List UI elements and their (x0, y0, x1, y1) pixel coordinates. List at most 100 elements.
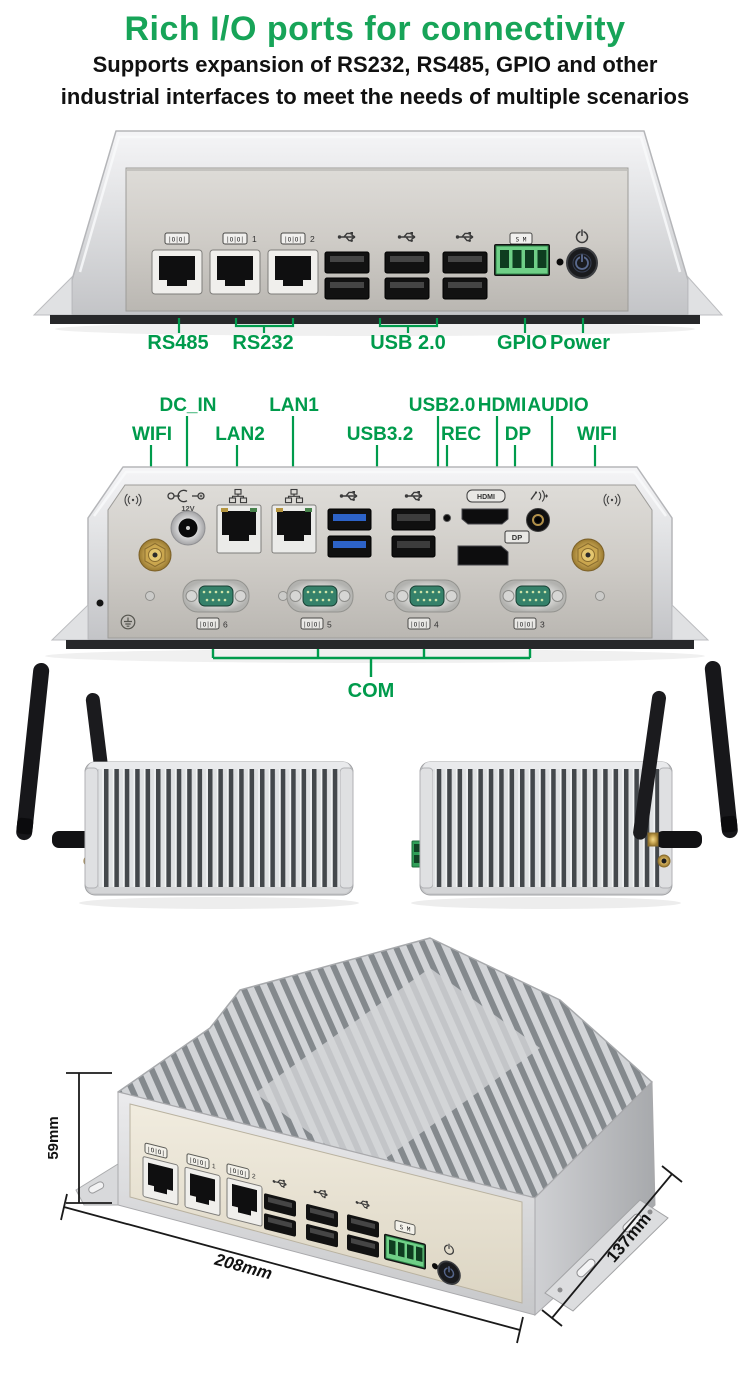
side-device-right (411, 761, 673, 896)
callout-label-lan1: LAN1 (269, 395, 319, 416)
subtitle-line-1: Supports expansion of RS232, RS485, GPIO… (92, 52, 658, 77)
audio-jack (526, 508, 550, 532)
lan2-port (216, 504, 262, 554)
usb2-port (264, 1213, 296, 1237)
svg-text:DP: DP (512, 533, 522, 542)
front-callout-labels: RS485 RS232 USB 2.0 GPIO Power (147, 332, 610, 354)
svg-text:2: 2 (310, 234, 315, 244)
hdmi-port (461, 508, 509, 525)
callout-label-audio: AUDIO (527, 395, 588, 416)
wifi-antenna-connector-left (138, 538, 172, 572)
svg-text:4: 4 (434, 620, 439, 630)
usb2-port (347, 1214, 379, 1238)
wifi-antenna (633, 660, 738, 868)
wifi-antenna-connector-right (571, 538, 605, 572)
power-button (437, 1260, 461, 1285)
power-button (566, 247, 598, 279)
callout-label-rec: REC (441, 424, 481, 445)
right-device-shadow (411, 897, 681, 909)
svg-text:1: 1 (252, 234, 257, 244)
usb3-port (327, 508, 372, 531)
sma-connector (647, 832, 659, 847)
heatsink-top (117, 937, 653, 1199)
badge-text: |O|O| (229, 1167, 247, 1178)
com-port-6 (182, 579, 250, 613)
badge-text: |O|O| (147, 1146, 165, 1157)
callout-label-usb20: USB 2.0 (370, 332, 446, 354)
rs232-2-badge: |O|O| 2 (280, 232, 315, 245)
perspective-photo: |O|O| |O|O| 1 |O|O| 2 S M (45, 937, 683, 1344)
dc-voltage-label: 12V (181, 504, 194, 513)
callout-label-dp: DP (505, 424, 532, 445)
callout-bracket-rs232 (234, 318, 295, 333)
callout-label-lan2: LAN2 (215, 424, 265, 445)
front-chassis-bevel (78, 135, 682, 273)
left-device-shadow (79, 897, 359, 909)
front-face-ports: |O|O| |O|O| 1 |O|O| 2 S M (142, 1142, 461, 1285)
gpio-terminal (494, 244, 550, 276)
usb2-port (324, 251, 370, 274)
svg-text:|O|O|: |O|O| (284, 237, 302, 244)
svg-text:S M: S M (516, 237, 527, 244)
svg-text:3: 3 (540, 620, 545, 630)
rear-callout-labels: DC_IN LAN1 USB2.0 HDMI AUDIO WIFI LAN2 U… (132, 395, 617, 445)
callout-label-usb32: USB3.2 (347, 424, 414, 445)
callout-label-rs485: RS485 (147, 332, 208, 354)
front-right-wing (687, 275, 724, 316)
rs232-port-2 (267, 249, 319, 295)
heatsink-fins (433, 769, 659, 887)
rj45-port (184, 1166, 221, 1216)
dimension-label-59mm: 59mm (45, 1116, 62, 1159)
subtitle-line-2: industrial interfaces to meet the needs … (60, 84, 690, 109)
com-callout-bracket (211, 649, 532, 677)
usb2-port (306, 1204, 338, 1228)
rj45-port (226, 1177, 263, 1227)
hdmi-badge: HDMI (466, 489, 506, 503)
usb3-ports (327, 508, 372, 558)
svg-text:|O|O|: |O|O| (303, 622, 321, 629)
svg-text:HDMI: HDMI (477, 494, 495, 501)
dimension-depth (541, 1165, 683, 1327)
callout-bracket-usb (378, 318, 439, 333)
front-callout-lines (177, 318, 585, 333)
callout-label-wifi-left: WIFI (132, 424, 172, 445)
rec-button-hole (442, 513, 452, 523)
reset-hole (556, 258, 564, 266)
callout-label-gpio: GPIO (497, 332, 547, 354)
power-icon (575, 229, 589, 244)
dimension-height (66, 1072, 112, 1204)
badge-text: |O|O| (189, 1157, 207, 1168)
front-panel-photo: |O|O| |O|O| 1 |O|O| 2 S M (32, 130, 724, 354)
dp-port (457, 545, 509, 566)
usb2-ports-rear (391, 508, 436, 558)
rs232-1-badge: |O|O| 1 (222, 232, 257, 245)
usb2-port (442, 277, 488, 300)
usb2-port (442, 251, 488, 274)
callout-label-usb20r: USB2.0 (409, 395, 476, 416)
com-port-badges: |O|O| 6 |O|O| 5 |O|O| 4 |O|O| 3 (196, 617, 545, 630)
heatsink-channel (255, 968, 540, 1173)
reset-hole (432, 1263, 438, 1270)
callout-label-power: Power (550, 332, 610, 354)
svg-text:|O|O|: |O|O| (168, 237, 186, 244)
mount-hole (96, 599, 104, 607)
rs485-badge: |O|O| (164, 232, 190, 245)
panel-screws (145, 591, 605, 601)
front-left-wing (32, 275, 73, 316)
rear-shadow (45, 649, 705, 663)
svg-text:|O|O|: |O|O| (226, 237, 244, 244)
front-left-wing-3d (75, 1163, 119, 1206)
rear-left-wing (50, 603, 89, 641)
callout-label-rs232: RS232 (232, 332, 293, 354)
callout-label-wifi-right: WIFI (577, 424, 617, 445)
svg-text:|O|O|: |O|O| (199, 622, 217, 629)
usb2-port (391, 535, 436, 558)
svg-text:5: 5 (327, 620, 332, 630)
lan1-port (271, 504, 317, 554)
page-title: Rich I/O ports for connectivity (124, 10, 626, 48)
rear-panel-photo: DC_IN LAN1 USB2.0 HDMI AUDIO WIFI LAN2 U… (45, 395, 710, 702)
badge-text: S M (400, 1224, 411, 1234)
svg-text:|O|O|: |O|O| (410, 622, 428, 629)
com-port-3 (499, 579, 567, 613)
